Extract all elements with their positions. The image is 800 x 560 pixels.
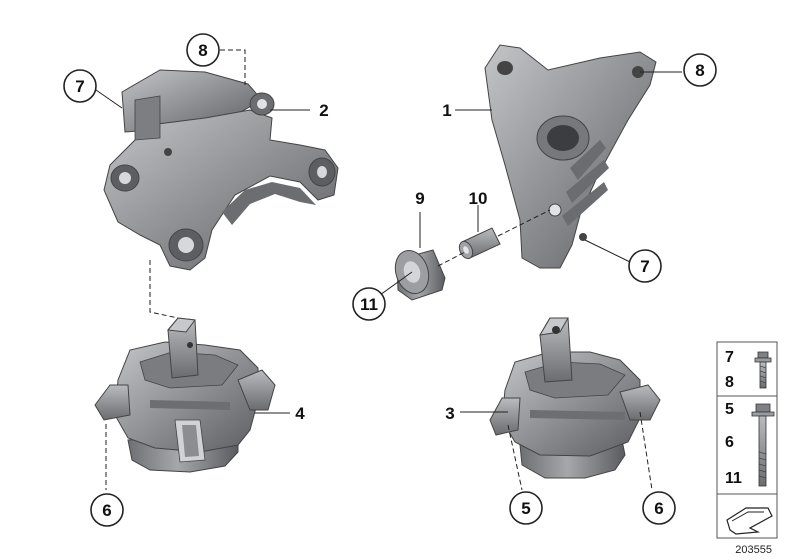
diagram-reference-number: 203555 (735, 544, 772, 556)
label-part-3: 3 (445, 404, 454, 423)
callout-7-right: 7 (628, 249, 662, 283)
callout-label: 6 (102, 501, 111, 520)
damper-ring-part (394, 249, 446, 301)
legend-item-7: 7 (725, 349, 734, 366)
callout-8-top-right: 8 (683, 53, 717, 87)
callout-11: 11 (352, 287, 386, 321)
label-part-4: 4 (295, 404, 305, 423)
label-part-1: 1 (442, 101, 451, 120)
callout-8-top-left: 8 (186, 33, 220, 67)
label-part-2: 2 (319, 101, 328, 120)
engine-mount-right-part (489, 317, 661, 479)
bracket-left-part (103, 69, 339, 271)
short-bolt-icon (754, 351, 772, 389)
callout-7-top-left: 7 (63, 69, 97, 103)
callout-6-bottom-right: 6 (642, 491, 676, 525)
sleeve-part (458, 227, 501, 260)
long-bolt-icon (751, 403, 775, 487)
callout-label: 8 (695, 61, 704, 80)
legend-item-5: 5 (725, 401, 734, 418)
fastener-legend: 7 8 5 6 11 (716, 341, 778, 539)
engine-mount-left-part (94, 317, 276, 473)
label-part-10: 10 (469, 189, 488, 208)
callout-label: 7 (75, 77, 84, 96)
callout-6-bottom-left: 6 (90, 493, 124, 527)
direction-arrow-icon (726, 507, 773, 535)
label-part-9: 9 (415, 189, 424, 208)
callout-label: 6 (654, 499, 663, 518)
callout-label: 5 (521, 499, 530, 518)
bracket-right-part (484, 44, 657, 269)
callout-label: 8 (198, 41, 207, 60)
leader-lines (95, 49, 682, 491)
callout-label: 11 (360, 295, 378, 314)
legend-item-6: 6 (725, 434, 734, 451)
legend-item-8: 8 (725, 374, 734, 391)
callout-5-bottom: 5 (509, 491, 543, 525)
legend-item-11: 11 (725, 470, 742, 487)
callout-label: 7 (640, 257, 649, 276)
